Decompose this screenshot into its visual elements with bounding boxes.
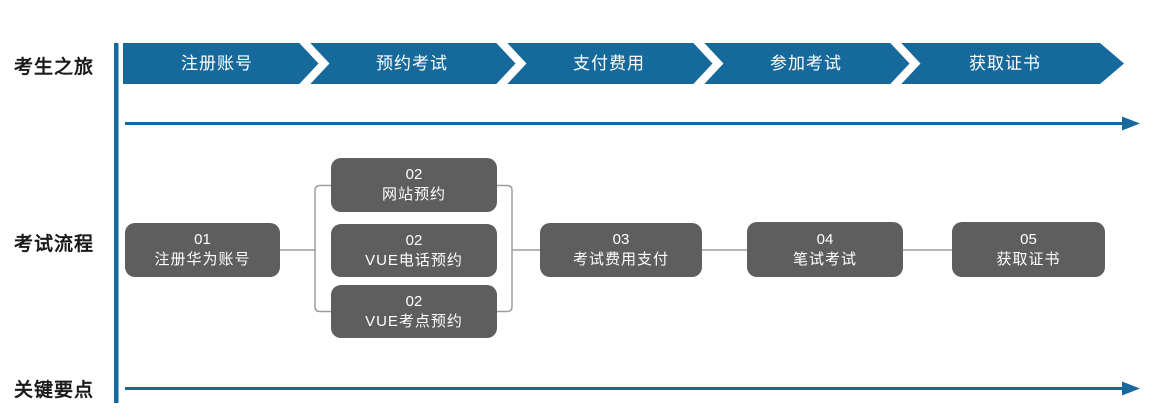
journey-step-certificate: 获取证书 xyxy=(969,54,1041,73)
connector-lines xyxy=(280,184,952,313)
keypoints-arrow xyxy=(125,381,1140,396)
journey-step-attend: 参加考试 xyxy=(770,54,842,73)
row-label-keypoints: 关键要点 xyxy=(13,380,94,401)
process-node-vue-site-booking: 02 VUE考点预约 xyxy=(331,285,497,338)
process-node-written-exam: 04 笔试考试 xyxy=(747,222,903,277)
process-node-get-certificate: 05 获取证书 xyxy=(952,222,1105,277)
row-label-journey: 考生之旅 xyxy=(13,57,94,78)
node-label: 考试费用支付 xyxy=(572,251,669,268)
journey-step-book: 预约考试 xyxy=(376,54,448,73)
node-label: 网站预约 xyxy=(381,186,446,203)
node-label: VUE考点预约 xyxy=(365,312,463,330)
node-label: VUE电话预约 xyxy=(365,251,463,269)
row-label-process: 考试流程 xyxy=(13,234,94,255)
node-number: 03 xyxy=(612,231,630,248)
node-label: 获取证书 xyxy=(996,250,1061,268)
node-number: 05 xyxy=(1020,230,1037,248)
process-node-web-booking: 02 网站预约 xyxy=(331,158,497,212)
left-accent-bar xyxy=(114,43,119,403)
node-label: 笔试考试 xyxy=(792,250,857,268)
chevron-band xyxy=(123,37,1124,90)
node-number: 02 xyxy=(405,231,423,249)
node-number: 01 xyxy=(194,231,211,248)
node-label: 注册华为账号 xyxy=(154,251,251,268)
journey-step-register: 注册账号 xyxy=(181,54,253,73)
process-node-vue-phone-booking: 02 VUE电话预约 xyxy=(331,224,497,277)
process-node-fee-payment: 03 考试费用支付 xyxy=(540,223,702,277)
node-number: 02 xyxy=(405,166,423,183)
journey-arrow xyxy=(125,116,1140,131)
node-number: 04 xyxy=(816,230,834,248)
process-node-register-account: 01 注册华为账号 xyxy=(125,223,280,277)
node-number: 02 xyxy=(405,292,423,310)
journey-step-pay: 支付费用 xyxy=(573,54,645,73)
